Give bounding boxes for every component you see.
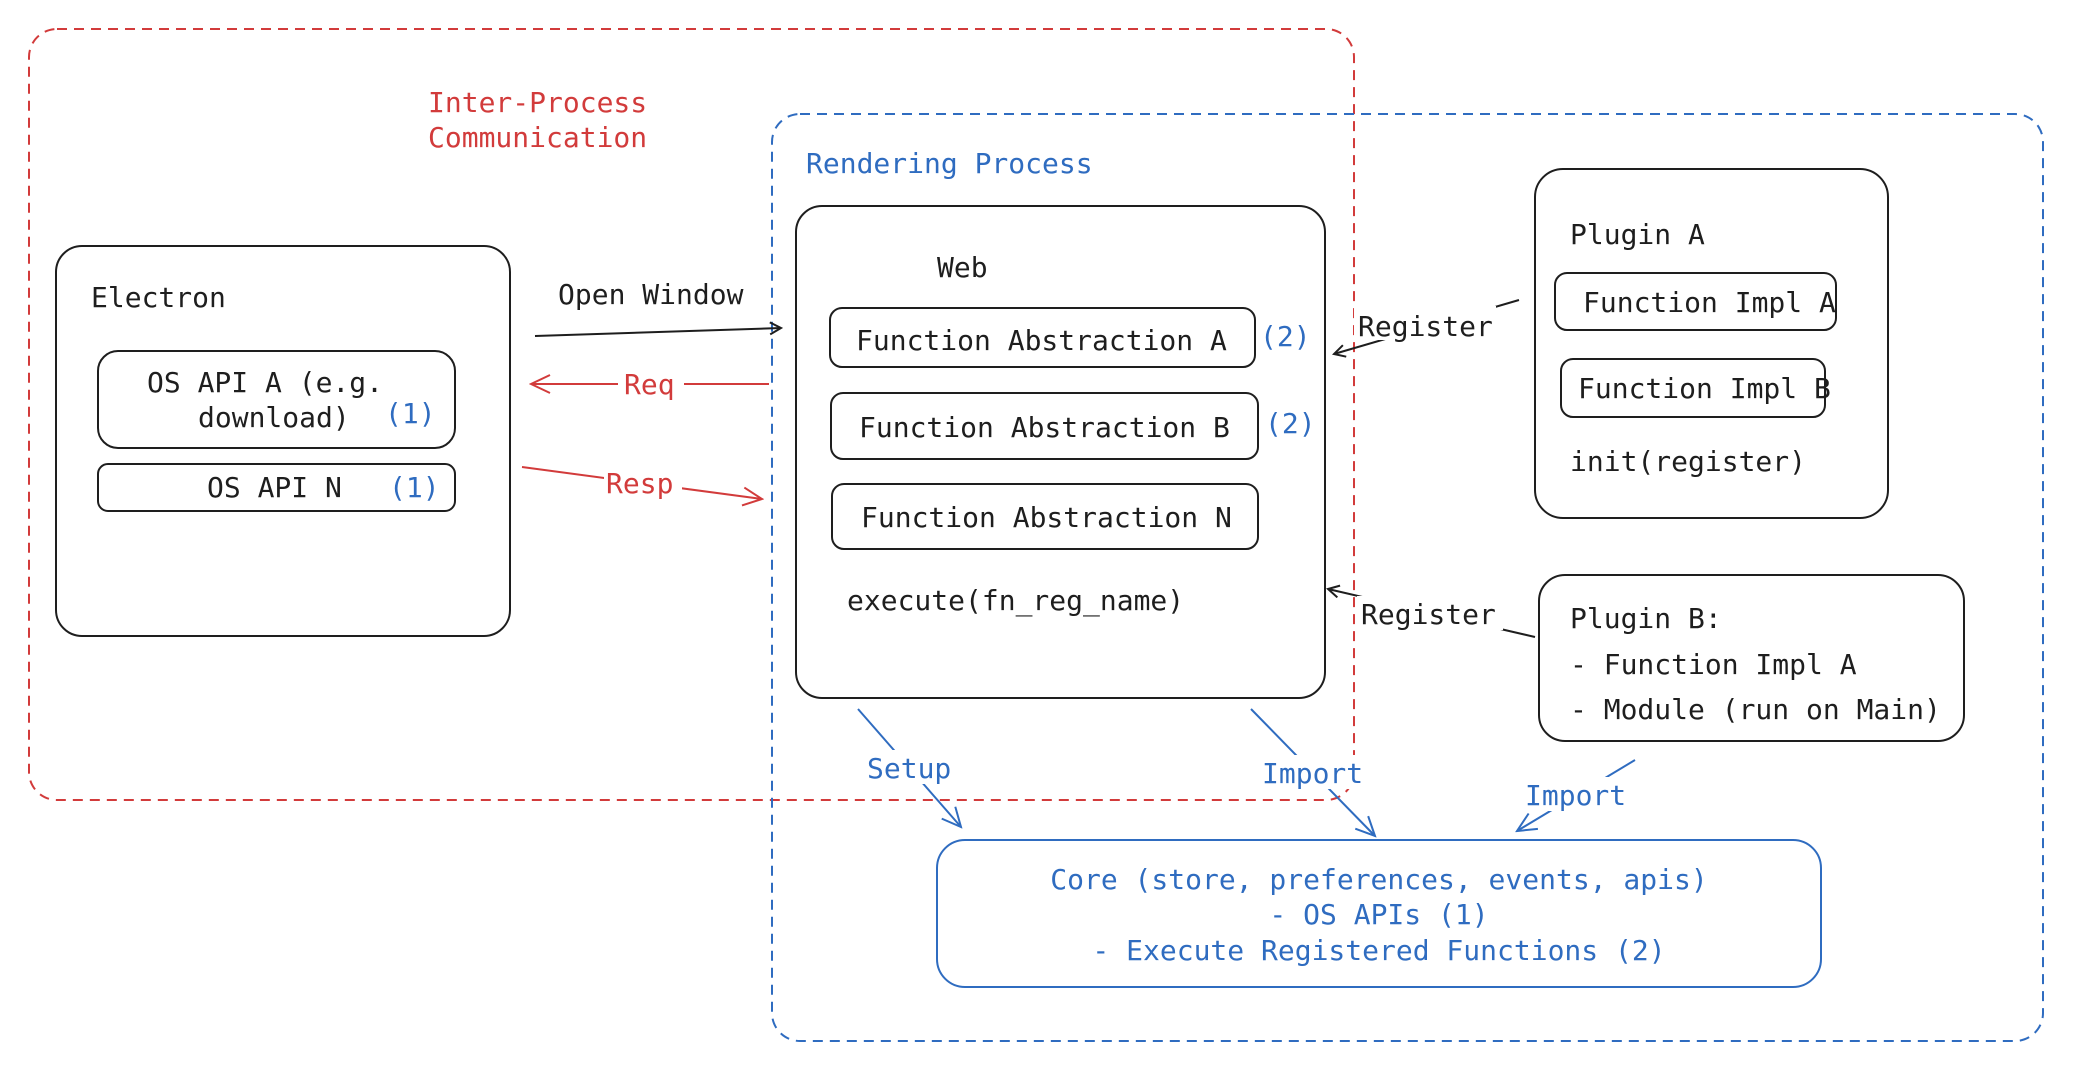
plugin-a-box	[1534, 168, 1889, 519]
req-label: Req	[624, 368, 675, 401]
function-abstraction-b-box	[830, 392, 1259, 460]
open-window-arrow	[534, 328, 781, 337]
plugin-b-line2: - Module (run on Main)	[1570, 693, 1941, 726]
core-line3: - Execute Registered Functions (2)	[1092, 934, 1665, 967]
function-abstraction-n-box	[831, 483, 1259, 550]
web-title: Web	[937, 251, 988, 284]
os-api-n-tag: (1)	[389, 471, 440, 504]
plugin-b-line1: - Function Impl A	[1570, 648, 1857, 681]
plugin-b-title: Plugin B:	[1570, 602, 1722, 635]
function-impl-b-label: Function Impl B	[1578, 372, 1831, 405]
function-abstraction-a-label: Function Abstraction A	[856, 324, 1227, 357]
function-abstraction-n-label: Function Abstraction N	[861, 501, 1232, 534]
rendering-process-region	[771, 113, 2044, 1042]
electron-title: Electron	[91, 281, 226, 314]
os-api-a-tag: (1)	[385, 397, 436, 430]
os-api-n-label: OS API N	[207, 471, 342, 504]
function-impl-a-label: Function Impl A	[1583, 286, 1836, 319]
core-box	[936, 839, 1822, 988]
ipc-region	[28, 28, 1355, 801]
rendering-process-title: Rendering Process	[806, 147, 1093, 180]
function-impl-a-box	[1554, 272, 1837, 331]
os-api-n-box	[97, 463, 456, 512]
core-line2: - OS APIs (1)	[1269, 898, 1488, 931]
function-abstraction-b-label: Function Abstraction B	[859, 411, 1230, 444]
function-abstraction-a-box	[829, 307, 1256, 368]
web-box	[795, 205, 1326, 699]
os-api-a-box	[97, 350, 456, 449]
function-abstraction-b-tag: (2)	[1265, 407, 1316, 440]
import-plugin-label: Import	[1525, 779, 1626, 812]
resp-label: Resp	[606, 467, 673, 500]
os-api-a-line2: download)	[198, 401, 350, 434]
execute-label: execute(fn_reg_name)	[847, 584, 1184, 618]
register-b-label: Register	[1361, 598, 1496, 631]
plugin-b-box	[1538, 574, 1965, 742]
os-api-a-line1: OS API A (e.g.	[147, 366, 383, 399]
register-a-label: Register	[1358, 310, 1493, 343]
ipc-title-line1: Inter-Process	[428, 86, 647, 119]
function-impl-b-box	[1560, 358, 1826, 418]
open-window-label: Open Window	[558, 278, 744, 311]
plugin-a-init: init(register)	[1570, 445, 1806, 478]
import-web-label: Import	[1262, 757, 1363, 790]
ipc-title-line2: Communication	[428, 121, 647, 154]
setup-label: Setup	[867, 752, 951, 785]
core-line1: Core (store, preferences, events, apis)	[1050, 863, 1707, 896]
function-abstraction-a-tag: (2)	[1260, 320, 1311, 353]
plugin-a-title: Plugin A	[1570, 218, 1705, 251]
electron-box	[55, 245, 511, 637]
